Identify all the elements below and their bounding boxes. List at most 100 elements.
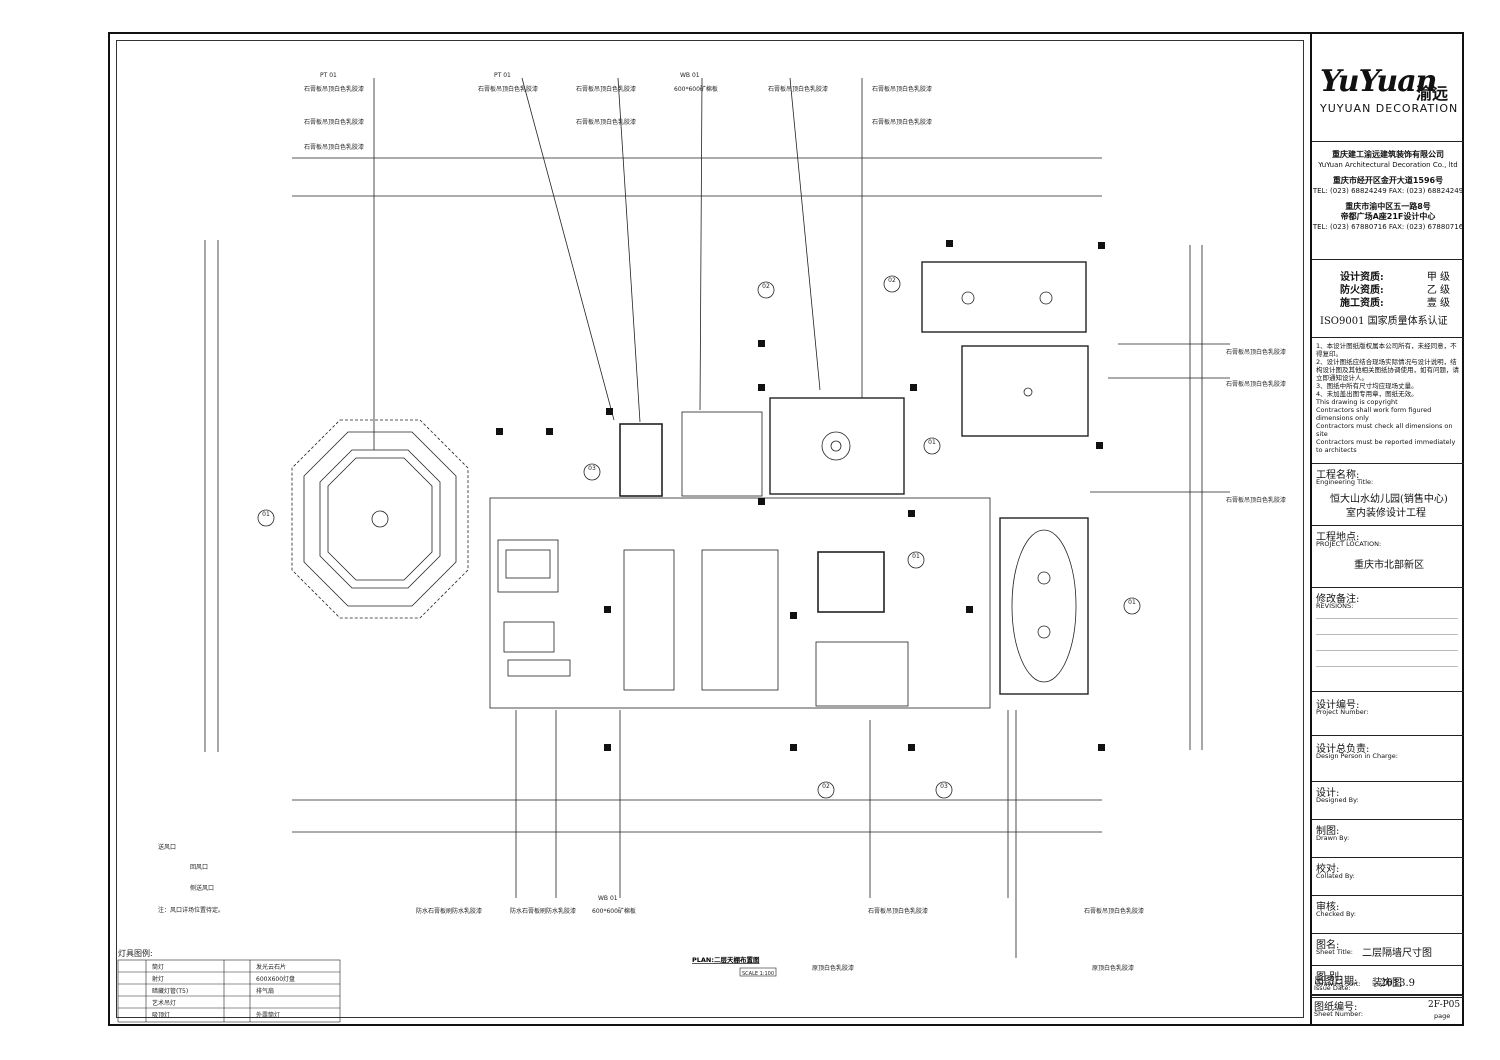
ceiling-plan-drawing: 01 03 02 02 01 01 01 02 03 PT 01 石膏板吊顶白色… — [117, 72, 1286, 1023]
project-number-label-en: Project Number: — [1316, 708, 1369, 716]
company-address-2b: 帝都广场A座21F设计中心 — [1340, 212, 1436, 221]
engineering-label: 工程名称: — [1316, 470, 1360, 481]
note-line: 2、设计图纸应结合现场实际情况与设计说明，结构设计图及其他相关图纸协调使用，如有… — [1316, 358, 1459, 382]
company-phone-2: TEL: (023) 67880716 FAX: (023) 67880716 — [1312, 223, 1464, 231]
material-note: 600*600矿棉板 — [674, 85, 718, 93]
title-block: YuYuan 渝远 YUYUAN DECORATION 重庆建工渝远建筑装饰有限… — [1310, 32, 1464, 1026]
note-line: Contractors shall work form figured dime… — [1316, 406, 1432, 422]
location-label: 工程地点: — [1316, 532, 1360, 543]
iso-certification: ISO9001 国家质量体系认证 — [1320, 316, 1448, 327]
project-number: 设计编号: Project Number: — [1312, 692, 1464, 736]
issue-date-label-en: Issue Date: — [1314, 984, 1351, 992]
material-note: 石膏板吊顶白色乳胶漆 — [1226, 348, 1286, 356]
drawing-sort: 图 别: Drawing Sort: 装饰图 — [1312, 966, 1464, 996]
sheet-title: 图名: Sheet Title: 二层隔墙尺寸图 — [1312, 934, 1464, 966]
sheet-number-value: 2F-P05 — [1428, 1000, 1461, 1010]
note-line: Contractors must check all dimensions on… — [1316, 422, 1453, 438]
location-value: 重庆市北部新区 — [1354, 560, 1424, 571]
legend-item-ceiling-lamp: 吸顶灯 — [152, 1011, 170, 1019]
legend-item-downlight: 筒灯 — [152, 963, 164, 971]
section-marker-01: 01 — [928, 439, 936, 446]
issue-and-number: 出图日期: Issue Date: 2013.9 图纸编号: Sheet Num… — [1310, 966, 1464, 1026]
material-note: 石膏板吊顶白色乳胶漆 — [872, 118, 932, 126]
section-marker-02: 02 — [888, 277, 896, 284]
material-tag: WB 01 — [680, 72, 700, 79]
section-marker-01: 01 — [262, 511, 270, 518]
section-marker-03: 03 — [940, 783, 948, 790]
material-tag: PT 01 — [494, 72, 511, 79]
material-note: 石膏板吊顶白色乳胶漆 — [868, 907, 928, 915]
sig-drawn-by: 制图: Drawn By: — [1312, 820, 1464, 858]
legend-item-spotlight: 射灯 — [152, 975, 164, 983]
qual-fire-level: 乙 级 — [1426, 285, 1450, 296]
material-note: 石膏板吊顶白色乳胶漆 — [478, 85, 538, 93]
sig-designed-by: 设计: Designed By: — [1312, 782, 1464, 820]
section-marker-02: 02 — [762, 283, 770, 290]
company-phone-1: TEL: (023) 68824249 FAX: (023) 68824249 — [1312, 187, 1464, 195]
revisions-label: 修改备注: — [1316, 594, 1360, 605]
material-note: 石膏板吊顶白色乳胶漆 — [304, 85, 364, 93]
drawing-inner-border — [116, 40, 1304, 1018]
material-note: 石膏板吊顶白色乳胶漆 — [1226, 496, 1286, 504]
legend-item-t5: 暗藏灯管(T5) — [152, 987, 188, 995]
sig-design-lead: 设计总负责: Design Person in Charge: — [1312, 736, 1464, 782]
material-tag: PT 01 — [320, 72, 337, 79]
sig-checked-by: 审核: Checked By: — [1312, 896, 1464, 934]
engineering-name-1: 恒大山水幼儿园(销售中心) — [1330, 494, 1448, 505]
legend-title: 灯具图例: — [118, 948, 153, 958]
sheet-number-label-en: Sheet Number: — [1314, 1010, 1364, 1018]
material-note: 石膏板吊顶白色乳胶漆 — [304, 118, 364, 126]
material-note: 石膏板吊顶白色乳胶漆 — [768, 85, 828, 93]
legend-item-chandelier: 艺术吊灯 — [152, 999, 176, 1007]
revisions: 修改备注: REVISIONS: — [1312, 588, 1464, 692]
legend-air-return: 回风口 — [190, 864, 208, 871]
company-info: 重庆建工渝远建筑装饰有限公司 YuYuan Architectural Deco… — [1312, 142, 1464, 260]
material-note: 石膏板吊顶白色乳胶漆 — [576, 118, 636, 126]
legend-item-marble: 发光云石片 — [256, 963, 286, 971]
engineering-name-2: 室内装修设计工程 — [1346, 508, 1426, 519]
plan-title: PLAN:二层天棚布置图 — [692, 955, 760, 964]
legend-note: 注：风口详场位置待定。 — [158, 906, 224, 914]
sig-collated-by: 校对: Collated By: — [1312, 858, 1464, 896]
company-name-en: YuYuan Architectural Decoration Co., ltd — [1318, 161, 1458, 169]
qualifications: 设计资质:甲 级 防火资质:乙 级 施工资质:壹 级 ISO9001 国家质量体… — [1312, 260, 1464, 338]
sheet-page-label: page — [1434, 1012, 1451, 1020]
material-note: 原顶白色乳胶漆 — [812, 964, 854, 972]
sheet-number-label: 图纸编号: — [1314, 1002, 1358, 1013]
section-marker-03: 03 — [588, 465, 596, 472]
company-logo-en: YUYUAN DECORATION — [1320, 102, 1459, 115]
note-line: 1、本设计图纸版权属本公司所有，未经同意，不得复印。 — [1316, 342, 1457, 358]
note-line: Contractors must be reported immediately… — [1316, 438, 1456, 454]
issue-date-value: 2013.9 — [1380, 978, 1415, 989]
note-line: 4、未加盖出图专用章，图纸无效。 — [1316, 390, 1418, 398]
section-marker-01: 01 — [912, 553, 920, 560]
material-note: 原顶白色乳胶漆 — [1092, 964, 1134, 972]
location-label-en: PROJECT LOCATION: — [1316, 540, 1382, 548]
drawing-sort-value: 装饰图 — [1372, 978, 1402, 989]
section-marker-02: 02 — [822, 783, 830, 790]
project-location: 工程地点: PROJECT LOCATION: 重庆市北部新区 — [1312, 526, 1464, 588]
project-number-label: 设计编号: — [1316, 700, 1360, 711]
note-line: This drawing is copyright — [1316, 398, 1398, 406]
company-logo-cn: 渝远 — [1416, 84, 1449, 103]
material-note: 石膏板吊顶白色乳胶漆 — [872, 85, 932, 93]
material-note: 石膏板吊顶白色乳胶漆 — [1226, 380, 1286, 388]
logo-section: YuYuan 渝远 YUYUAN DECORATION — [1312, 32, 1464, 142]
material-note: 石膏板吊顶白色乳胶漆 — [1084, 907, 1144, 915]
material-note: 防水石膏板刷防水乳胶漆 — [510, 907, 576, 915]
qual-build-level: 壹 级 — [1426, 298, 1450, 309]
company-logo-mark: YuYuan — [1320, 64, 1437, 99]
material-note: 防水石膏板刷防水乳胶漆 — [416, 907, 482, 915]
legend-item-fan: 排气扇 — [256, 987, 274, 995]
plan-scale: SCALE 1:100 — [742, 971, 774, 977]
material-tag: WB 01 — [598, 895, 618, 902]
issue-date-label: 出图日期: — [1314, 976, 1358, 987]
qual-build-label: 施工资质: — [1340, 298, 1384, 309]
qual-design-label: 设计资质: — [1340, 272, 1384, 283]
legend-item-panel: 600X600灯盘 — [256, 975, 295, 983]
engineering-label-en: Engineering Title: — [1316, 478, 1374, 486]
sheet-title-value: 二层隔墙尺寸图 — [1362, 948, 1432, 959]
engineering-title: 工程名称: Engineering Title: 恒大山水幼儿园(销售中心) 室… — [1312, 464, 1464, 526]
company-address-2a: 重庆市渝中区五一路8号 — [1345, 202, 1431, 211]
legend-item-surface-downlight: 外露筒灯 — [256, 1011, 280, 1019]
